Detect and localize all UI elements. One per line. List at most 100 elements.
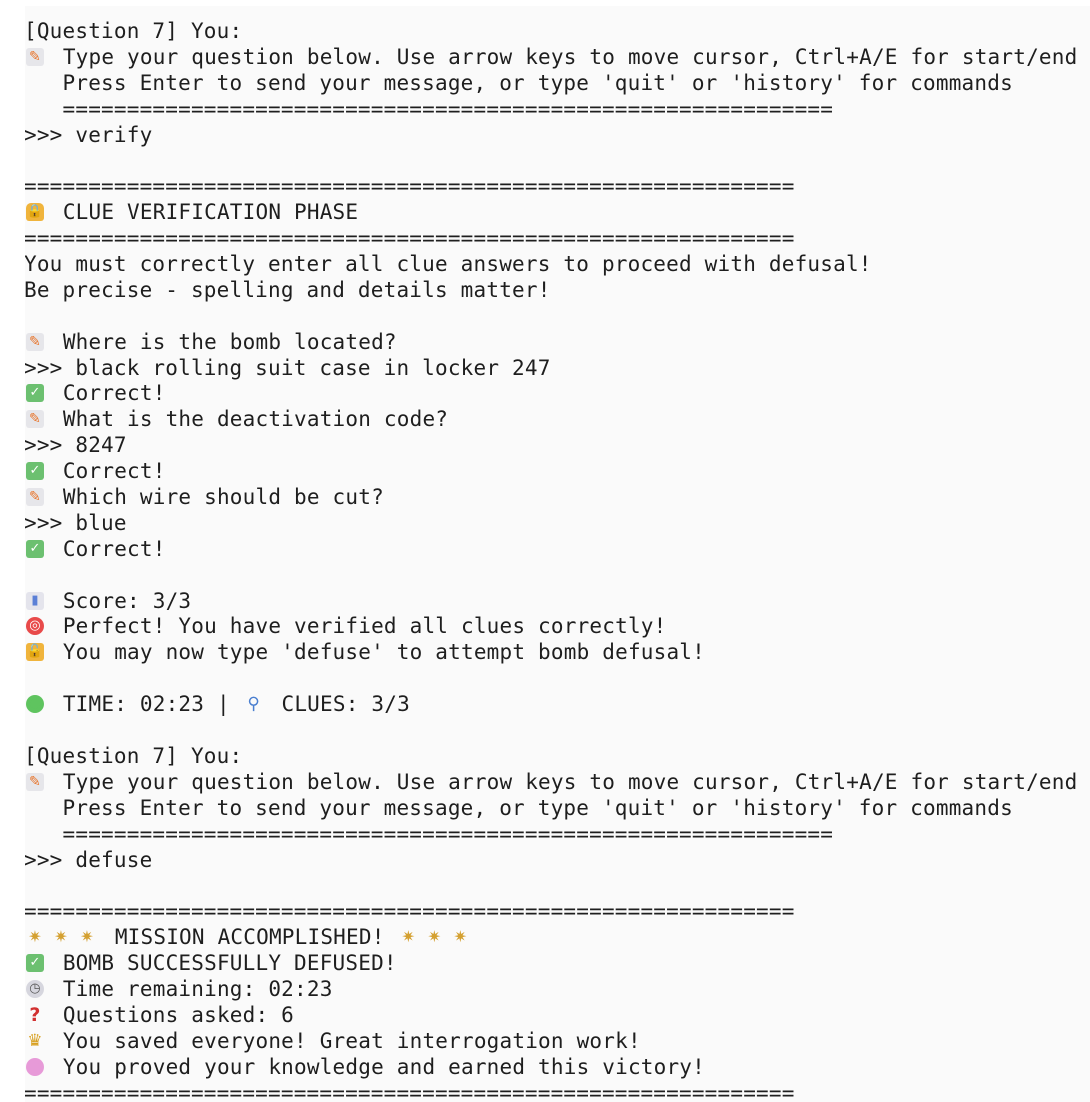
line-text: What is the deactivation code?	[50, 407, 449, 432]
party-popper-icon: ✷	[397, 926, 423, 948]
magnifier-icon-glyph: ⚲	[247, 694, 260, 715]
line-text: Score: 3/3	[50, 588, 192, 613]
party-popper-icon-glyph: ✷	[427, 927, 442, 947]
check-mark-icon-glyph: ✓	[26, 462, 44, 481]
line-text: [Question 7] You:	[25, 19, 243, 43]
output-line: ● TIME: 02:23 | ⚲ CLUES: 3/3	[25, 692, 1077, 718]
unlocked-icon: 🔓	[25, 641, 50, 663]
line-text: You must correctly enter all clue answer…	[25, 252, 872, 277]
output-line: Press Enter to send your message, or typ…	[25, 71, 1077, 97]
output-line: ✓ BOMB SUCCESSFULLY DEFUSED!	[25, 951, 1077, 977]
separator-line: ========================================…	[25, 822, 1077, 848]
output-line: [Question 7] You:	[25, 744, 1077, 770]
line-text: ========================================…	[25, 96, 834, 121]
target-icon-glyph: ◎	[26, 617, 44, 636]
line-text: Correct!	[50, 459, 166, 484]
line-text: [Question 7] You:	[25, 743, 243, 768]
green-circle-icon: ●	[25, 693, 50, 715]
trophy-icon: ♛	[25, 1030, 50, 1052]
input-line: >>> black rolling suit case in locker 24…	[25, 356, 1077, 382]
output-line: ✎ Type your question below. Use arrow ke…	[25, 45, 1077, 71]
lock-with-key-icon: 🔒	[25, 201, 50, 223]
memo-pencil-icon: ✎	[25, 46, 50, 68]
line-text: ========================================…	[25, 226, 795, 251]
line-text: Type your question below. Use arrow keys…	[50, 769, 1078, 794]
party-popper-icon: ✷	[76, 926, 102, 948]
output-line: 🔓 You may now type 'defuse' to attempt b…	[25, 640, 1077, 666]
check-mark-icon: ✓	[25, 952, 50, 974]
output-line: ✓ Correct!	[25, 381, 1077, 407]
line-text: Which wire should be cut?	[50, 485, 384, 510]
magnifier-icon: ⚲	[243, 693, 269, 715]
output-line: ✎ Which wire should be cut?	[25, 485, 1077, 511]
line-text: You may now type 'defuse' to attempt bom…	[50, 640, 705, 665]
line-text: You proved your knowledge and earned thi…	[50, 1054, 705, 1079]
input-line: >>> blue	[25, 511, 1077, 537]
target-icon: ◎	[25, 615, 50, 637]
stopwatch-icon: ◷	[25, 978, 50, 1000]
party-popper-icon: ✷	[449, 926, 475, 948]
input-line: >>> 8247	[25, 433, 1077, 459]
lock-with-key-icon-glyph: 🔒	[26, 203, 44, 222]
output-line	[25, 873, 1077, 899]
line-text: ========================================…	[25, 174, 795, 199]
output-line	[25, 666, 1077, 692]
question-mark-icon-glyph: ?	[29, 1003, 41, 1026]
party-popper-icon-glyph: ✷	[54, 927, 68, 947]
line-text: Press Enter to send your message, or typ…	[25, 795, 1013, 820]
output-line: ? Questions asked: 6	[25, 1003, 1077, 1029]
output-line: Press Enter to send your message, or typ…	[25, 796, 1077, 822]
input-line: >>> defuse	[25, 848, 1077, 874]
line-text: Type your question below. Use arrow keys…	[50, 44, 1078, 69]
bar-chart-icon: ▮	[25, 590, 50, 612]
stopwatch-icon-glyph: ◷	[26, 979, 44, 998]
separator-line: ========================================…	[25, 226, 1077, 252]
output-line: ◎ Perfect! You have verified all clues c…	[25, 614, 1077, 640]
output-line: ◷ Time remaining: 02:23	[25, 977, 1077, 1003]
memo-pencil-icon: ✎	[25, 408, 50, 430]
output-line: ♛ You saved everyone! Great interrogatio…	[25, 1029, 1077, 1055]
check-mark-icon-glyph: ✓	[26, 539, 44, 558]
output-line: ● You proved your knowledge and earned t…	[25, 1055, 1077, 1081]
memo-pencil-icon-glyph: ✎	[26, 488, 44, 507]
line-text: Correct!	[50, 536, 166, 561]
output-line: ✎ Where is the bomb located?	[25, 330, 1077, 356]
separator-line: ========================================…	[25, 174, 1077, 200]
check-mark-icon: ✓	[25, 538, 50, 560]
memo-pencil-icon: ✎	[25, 771, 50, 793]
line-text: BOMB SUCCESSFULLY DEFUSED!	[50, 951, 397, 976]
line-text: >>> blue	[25, 510, 127, 535]
memo-pencil-icon-glyph: ✎	[26, 332, 44, 351]
terminal-window[interactable]: [Question 7] You:✎ Type your question be…	[25, 6, 1090, 1102]
line-text: ========================================…	[25, 821, 834, 846]
green-circle-icon-glyph: ●	[26, 695, 44, 714]
brain-icon-glyph: ●	[26, 1057, 44, 1076]
output-line: Be precise - spelling and details matter…	[25, 278, 1077, 304]
memo-pencil-icon-glyph: ✎	[26, 410, 44, 429]
line-text: Be precise - spelling and details matter…	[25, 277, 551, 302]
party-popper-icon: ✷	[50, 926, 76, 948]
output-line: ✎ Type your question below. Use arrow ke…	[25, 770, 1077, 796]
party-popper-icon-glyph: ✷	[453, 927, 468, 947]
output-line: ✷ ✷ ✷ MISSION ACCOMPLISHED! ✷ ✷ ✷	[25, 925, 1077, 951]
memo-pencil-icon: ✎	[25, 486, 50, 508]
line-text: >>> 8247	[25, 433, 127, 458]
line-text: ========================================…	[25, 899, 795, 924]
memo-pencil-icon-glyph: ✎	[26, 47, 44, 66]
line-text: MISSION ACCOMPLISHED!	[102, 925, 398, 950]
memo-pencil-icon: ✎	[25, 331, 50, 353]
line-text: >>> black rolling suit case in locker 24…	[25, 355, 551, 380]
line-text: Where is the bomb located?	[50, 329, 397, 354]
trophy-icon-glyph: ♛	[27, 1030, 43, 1051]
line-text: >>> defuse	[25, 847, 153, 872]
party-popper-icon-glyph: ✷	[28, 927, 42, 947]
party-popper-icon-glyph: ✷	[401, 927, 416, 947]
output-line	[25, 563, 1077, 589]
output-line: You must correctly enter all clue answer…	[25, 252, 1077, 278]
line-text: Perfect! You have verified all clues cor…	[50, 614, 667, 639]
terminal-output: [Question 7] You:✎ Type your question be…	[25, 19, 1077, 1102]
output-line: ▮ Score: 3/3	[25, 589, 1077, 615]
line-text: CLUE VERIFICATION PHASE	[50, 200, 359, 225]
memo-pencil-icon-glyph: ✎	[26, 772, 44, 791]
separator-line: ========================================…	[25, 97, 1077, 123]
